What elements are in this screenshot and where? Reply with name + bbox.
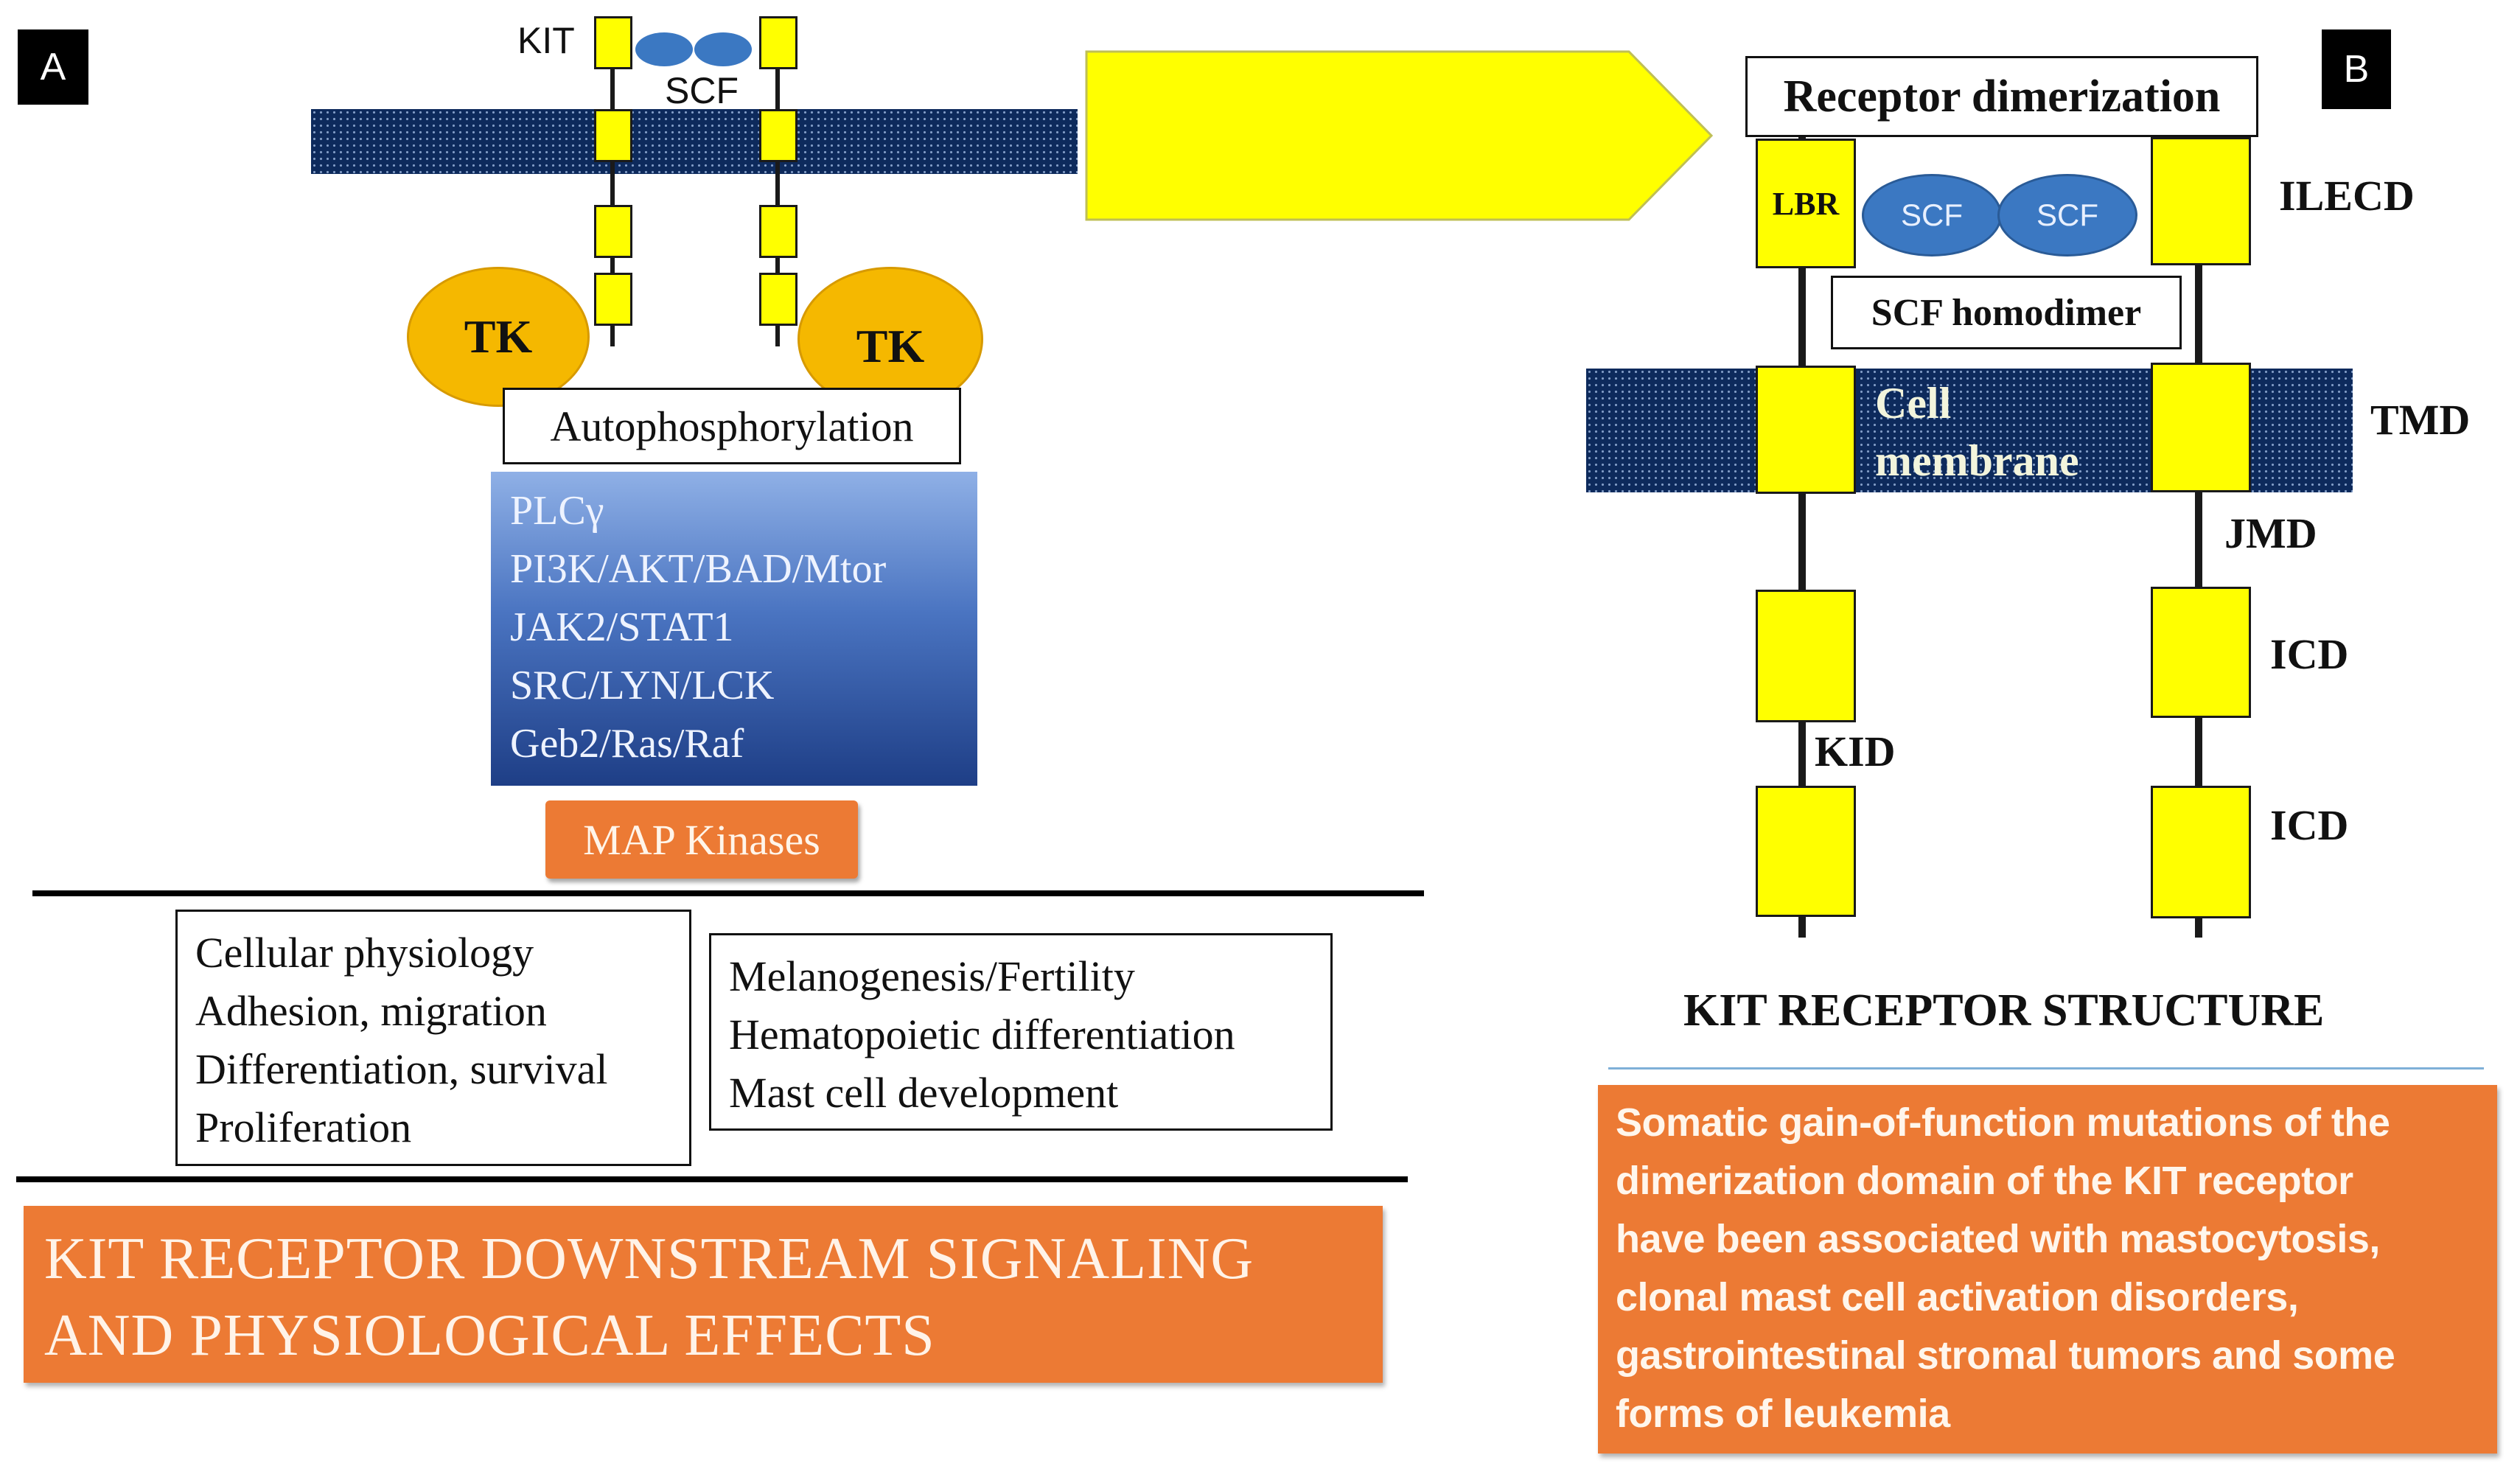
receptor-a-right-stem [775, 22, 780, 346]
receptor-a-left-domain-3 [594, 205, 632, 258]
receptor-b-left-icd-1 [1756, 590, 1856, 722]
receptor-a-left-domain-2 [594, 109, 632, 162]
scf-oval-small-2 [694, 32, 752, 66]
panel-a-letter-text: A [40, 46, 66, 88]
mutation-line: have been associated with mastocytosis, [1616, 1217, 2380, 1261]
lbr-domain: LBR [1756, 139, 1856, 268]
arrow-pentagon-shape [1085, 50, 1714, 221]
map-kinases-box: MAP Kinases [545, 800, 858, 879]
scf-homodimer-box: SCF homodimer [1831, 276, 2182, 349]
banner-a-line-2: AND PHYSIOLOGICAL EFFECTS [44, 1303, 935, 1368]
mutation-line: gastrointestinal stromal tumors and some [1616, 1333, 2395, 1378]
effect-item: Adhesion, migration [195, 987, 547, 1035]
pathway-item: PI3K/AKT/BAD/Mtor [510, 546, 887, 592]
receptor-a-left-domain-4 [594, 273, 632, 326]
tk-left-label: TK [464, 310, 533, 363]
effect-item: Differentiation, survival [195, 1045, 608, 1093]
pathway-item: PLCγ [510, 488, 604, 534]
pathway-item: JAK2/STAT1 [510, 604, 734, 650]
arrow-pentagon [1085, 50, 1714, 221]
receptor-b-left-icd-2 [1756, 786, 1856, 917]
receptor-dimerization-box: Receptor dimerization [1745, 56, 2258, 137]
receptor-b-left-tmd [1756, 366, 1856, 494]
effects-left-box: Cellular physiology Adhesion, migration … [175, 910, 691, 1166]
mutation-line: forms of leukemia [1616, 1392, 1950, 1436]
panel-a-letter: A [18, 29, 88, 105]
receptor-a-right-domain-4 [759, 273, 797, 326]
receptor-a-right-domain-3 [759, 205, 797, 258]
structure-title: KIT RECEPTOR STRUCTURE [1683, 985, 2325, 1036]
receptor-b-left-stem [1798, 137, 1806, 938]
receptor-b-right-stem [2195, 137, 2202, 938]
scf-oval-1-label: SCF [1901, 198, 1963, 232]
ilecd-label: ILECD [2279, 172, 2415, 220]
receptor-b-right-tmd [2151, 363, 2251, 492]
tmd-label: TMD [2370, 396, 2471, 444]
scf-oval-1: SCF [1862, 174, 2002, 257]
icd-label-1: ICD [2270, 630, 2349, 678]
kit-label: KIT [517, 20, 575, 61]
structure-divider [1608, 1067, 2484, 1070]
autophosphorylation-box: Autophosphorylation [503, 388, 961, 464]
scf-oval-small-1 [635, 32, 693, 66]
tk-right-label: TK [856, 320, 925, 372]
receptor-a-right-domain-2 [759, 109, 797, 162]
receptor-a-left-stem [610, 22, 615, 346]
scf-oval-2: SCF [1997, 174, 2137, 257]
icd-label-2: ICD [2270, 801, 2349, 849]
tk-left: TK [407, 267, 590, 407]
effect-item: Mast cell development [729, 1069, 1119, 1117]
effect-item: Hematopoietic differentiation [729, 1011, 1235, 1058]
mutation-box: Somatic gain-of-function mutations of th… [1598, 1085, 2497, 1454]
cell-membrane-line-2: membrane [1875, 436, 2079, 485]
scf-homodimer-label: SCF homodimer [1871, 291, 2142, 334]
receptor-a-right-domain-1 [759, 16, 797, 69]
kid-label: KID [1815, 727, 1896, 775]
panel-b-letter-text: B [2343, 48, 2370, 91]
pathway-item: SRC/LYN/LCK [510, 663, 775, 708]
lbr-label: LBR [1772, 185, 1840, 222]
banner-a: KIT RECEPTOR DOWNSTREAM SIGNALING AND PH… [24, 1206, 1383, 1383]
effects-right-box: Melanogenesis/Fertility Hematopoietic di… [709, 933, 1333, 1131]
map-kinases-label: MAP Kinases [583, 815, 820, 864]
effect-item: Cellular physiology [195, 929, 534, 977]
divider-bottom [16, 1176, 1408, 1182]
pathway-box: PLCγ PI3K/AKT/BAD/Mtor JAK2/STAT1 SRC/LY… [491, 472, 977, 786]
receptor-b-right-icd-2 [2151, 786, 2251, 918]
cell-membrane-label: Cell membrane [1875, 374, 2079, 489]
jmd-label: JMD [2224, 509, 2317, 557]
receptor-a-left-domain-1 [594, 16, 632, 69]
effect-item: Proliferation [195, 1103, 412, 1151]
pathway-item: Geb2/Ras/Raf [510, 721, 744, 767]
autophosphorylation-label: Autophosphorylation [550, 402, 914, 450]
cell-membrane-line-1: Cell [1875, 379, 1952, 428]
receptor-dimerization-label: Receptor dimerization [1783, 71, 2221, 122]
membrane-a [311, 109, 1078, 174]
banner-a-line-1: KIT RECEPTOR DOWNSTREAM SIGNALING [44, 1227, 1254, 1291]
receptor-b-right-icd-1 [2151, 587, 2251, 718]
receptor-b-right-ilecd [2151, 137, 2251, 265]
mutation-line: dimerization domain of the KIT receptor [1616, 1159, 2353, 1203]
effect-item: Melanogenesis/Fertility [729, 952, 1135, 1000]
mutation-line: clonal mast cell activation disorders, [1616, 1275, 2299, 1319]
scf-oval-2-label: SCF [2036, 198, 2098, 232]
scf-label-a: SCF [665, 70, 739, 111]
mutation-line: Somatic gain-of-function mutations of th… [1616, 1100, 2390, 1145]
panel-b-letter: B [2322, 29, 2391, 109]
divider-top [32, 890, 1424, 896]
